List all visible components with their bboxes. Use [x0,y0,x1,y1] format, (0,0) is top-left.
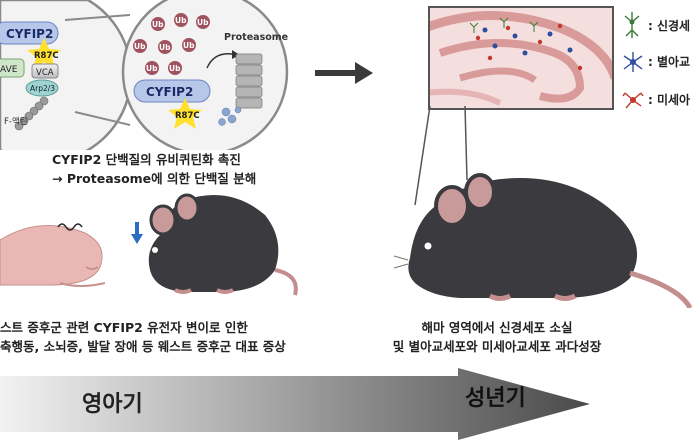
adult-mouse-illustration [393,173,693,308]
astrocyte-icon [623,52,643,72]
mutation-star-left [27,38,61,69]
distress-marks [57,223,83,231]
legend-label-astrocyte: : 별아교 [648,55,691,69]
proteasome-label: Proteasome [224,32,288,43]
hippocampus-section [430,11,612,106]
svg-text:Ub: Ub [183,41,195,50]
svg-text:Ub: Ub [134,42,146,51]
peptide-fragments [218,106,242,126]
molecular-mechanism-panel: CYFIP2 R87C AVE VCA Arp2/3 F-액틴 Ub Ub Ub… [0,0,289,150]
infant-caption-line2: 축행동, 소뇌증, 발달 장애 등 웨스트 증후군 대표 증상 [0,339,286,354]
neuron-icon [624,12,640,38]
svg-text:Ub: Ub [175,16,187,25]
legend-label-neuron: : 신경세 [648,19,691,33]
astrocyte-markers [482,27,573,56]
timeline-label-infancy: 영아기 [82,392,143,417]
mechanism-caption: CYFIP2 단백질의 유비퀴틴화 촉진 → Proteasome에 의한 단백… [52,150,256,188]
timeline-label-adulthood: 성년기 [465,386,526,411]
svg-text:Ub: Ub [146,64,158,73]
zoom-lines [414,105,468,206]
legend-item-neuron: : 신경세 [622,8,700,46]
svg-text:F-액틴: F-액틴 [4,116,28,127]
cyfip2-label-right: CYFIP2 [146,85,193,99]
svg-text:Arp2/3: Arp2/3 [30,84,55,93]
adult-caption-line1: 해마 영역에서 신경세포 소실 [421,320,573,335]
proteasome-icon [235,53,263,109]
microglia-markers [475,23,583,71]
adult-caption: 해마 영역에서 신경세포 소실 및 별아교세포와 미세아교세포 과다성장 [352,318,642,356]
svg-text:VCA: VCA [36,68,54,78]
neuron-markers [469,17,539,33]
mutation-star-right [168,98,202,129]
svg-text:Ub: Ub [159,43,171,52]
timeline-arrow [0,368,590,440]
ubiquitin-cluster: Ub Ub Ub Ub Ub Ub Ub Ub [133,13,210,75]
legend-item-astrocyte: : 별아교 [622,46,700,84]
svg-text:Ub: Ub [169,64,181,73]
infant-caption-line1: 스트 증후군 관련 CYFIP2 유전자 변이로 인한 [0,320,248,335]
zoom-circle-right [121,0,289,150]
young-mouse-illustration [148,193,298,296]
hippocampus-panel [428,6,614,110]
svg-text:Ub: Ub [197,18,209,27]
adult-caption-line2: 및 별아교세포와 미세아교세포 과다성장 [392,339,602,354]
svg-text:AVE: AVE [0,65,18,75]
mechanism-caption-line2: → Proteasome에 의한 단백질 분해 [52,171,257,186]
mechanism-caption-line1: CYFIP2 단백질의 유비퀴틴화 촉진 [52,152,241,167]
f-actin-filament [14,96,49,131]
pup-mouse-illustration [0,223,106,287]
svg-text:R87C: R87C [175,111,200,121]
microglia-icon [622,92,644,109]
svg-text:Ub: Ub [152,20,164,29]
infant-caption: 스트 증후군 관련 CYFIP2 유전자 변이로 인한 축행동, 소뇌증, 발달… [0,318,286,356]
cell-legend: : 신경세 : 별아교 : 미세아 [622,8,700,122]
svg-text:R87C: R87C [34,51,59,61]
legend-label-microglia: : 미세아 [648,93,691,107]
down-arrow-icon [131,222,143,244]
cyfip2-label-left: CYFIP2 [6,27,53,41]
legend-item-microglia: : 미세아 [622,84,700,122]
transition-arrow [315,62,373,84]
